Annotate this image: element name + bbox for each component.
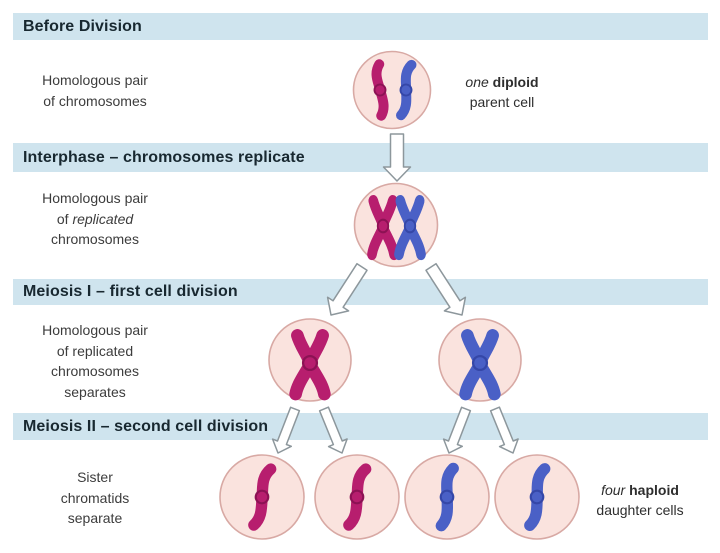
label-diploid-parent: one diploid parent cell <box>442 72 562 112</box>
section-header-interphase: Interphase – chromosomes replicate <box>13 143 708 172</box>
arrow-meiosis2-right-left <box>442 406 472 454</box>
label-homologous-pair: Homologous pair of chromosomes <box>42 72 148 109</box>
magenta-x-chromosome <box>367 195 399 261</box>
chromatid-arm <box>379 225 399 261</box>
arrow-meiosis2-left-left <box>271 406 301 454</box>
arrow-meiosis2-left-right <box>318 406 348 454</box>
haploid-line2: daughter cells <box>596 502 684 518</box>
arrow-replicate-down <box>382 133 412 182</box>
centromere <box>301 354 319 372</box>
magenta-single-chromosome <box>343 463 372 531</box>
section-heading-meiosis-2: Meiosis II – second cell division <box>23 417 269 435</box>
centromere <box>376 218 390 234</box>
label-pair-separates: Homologous pair of replicated chromosome… <box>42 322 148 400</box>
label-replicated-word: replicated <box>72 210 134 227</box>
centromere <box>529 489 545 505</box>
parent-cell <box>352 50 432 130</box>
section-header-meiosis-2: Meiosis II – second cell division <box>13 413 708 440</box>
arrow-meiosis2-right-right <box>489 406 519 454</box>
arrow-meiosis1-split-right <box>425 262 467 316</box>
diploid-count: one <box>465 74 489 90</box>
chromatid-arm <box>379 195 398 227</box>
label-sister-chromatids: Sister chromatids separate <box>60 469 130 526</box>
magenta-single-chromosome <box>248 463 277 531</box>
magenta-single-chromosome <box>371 59 389 121</box>
section-heading-before-division: Before Division <box>23 17 142 35</box>
haploid-count: four <box>601 482 626 498</box>
blue-single-chromosome <box>435 462 459 532</box>
chromatid-arm <box>406 225 426 261</box>
section-heading-meiosis-1: Meiosis I – first cell division <box>23 283 238 300</box>
diploid-word: diploid <box>492 74 539 90</box>
label-line: Homologous pair <box>42 190 148 206</box>
section-header-before-division: Before Division <box>13 13 708 40</box>
centromere <box>254 489 270 505</box>
chromatid-arm <box>475 362 501 401</box>
chromatid-arm <box>406 195 425 227</box>
centromere <box>439 489 455 505</box>
label-line: chromosomes <box>51 231 139 247</box>
centromere <box>471 354 489 372</box>
chromatid-arm <box>475 329 499 364</box>
label-replicated-pair: Homologous pair of replicated chromosomes <box>15 188 175 250</box>
section-header-meiosis-1: Meiosis I – first cell division <box>13 279 708 305</box>
arrow-meiosis1-split-left <box>326 262 368 316</box>
blue-single-chromosome <box>396 59 417 121</box>
magenta-x-chromosome <box>289 329 331 401</box>
centromere <box>403 218 417 234</box>
diploid-line2: parent cell <box>469 94 535 110</box>
section-heading-interphase: Interphase – chromosomes replicate <box>23 148 305 166</box>
blue-single-chromosome <box>524 463 551 532</box>
centromere <box>349 489 365 505</box>
chromatid-arm <box>305 329 329 364</box>
chromatid-arm <box>305 362 331 401</box>
centromere <box>399 83 413 97</box>
blue-x-chromosome <box>459 329 501 401</box>
label-line-prefix: of <box>56 210 73 227</box>
centromere <box>373 83 387 97</box>
haploid-word: haploid <box>629 482 679 498</box>
blue-x-chromosome <box>394 195 426 261</box>
label-haploid-daughters: four haploid daughter cells <box>576 480 704 520</box>
